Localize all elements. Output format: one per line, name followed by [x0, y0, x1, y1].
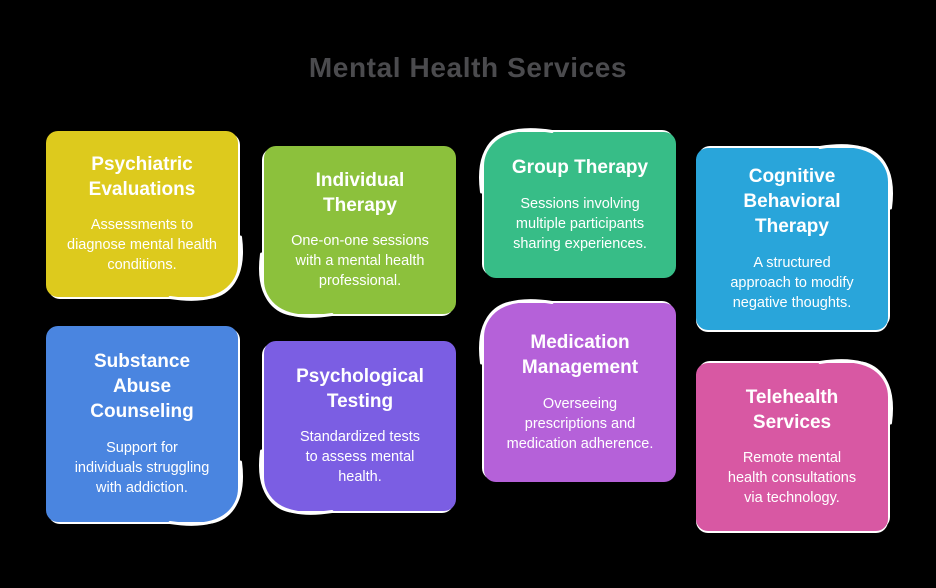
card-individual-therapy: Individual Therapy One-on-one sessions w… [259, 146, 456, 318]
card-description: Assessments to diagnose mental health co… [67, 217, 217, 274]
card-description: A structured approach to modify negative… [730, 254, 854, 311]
card-title: Psychiatric Evaluations [88, 153, 196, 200]
card-description: Remote mental health consultations via t… [727, 450, 857, 507]
card-group-therapy: Group Therapy Sessions involving multipl… [479, 128, 676, 278]
card-psychological-testing: Psychological Testing Standardized tests… [259, 341, 456, 515]
card-description: Overseeing prescriptions and medication … [506, 395, 654, 452]
card-description: One-on-one sessions with a mental health… [291, 233, 429, 290]
card-medication-management: Medication Management Overseeing prescri… [479, 299, 676, 482]
card-psychiatric-evaluations: Psychiatric Evaluations Assessments to d… [46, 131, 243, 301]
card-title: Group Therapy [511, 157, 649, 179]
card-title: Individual Therapy [315, 169, 405, 216]
card-title: Cognitive Behavioral Therapy [743, 166, 841, 237]
card-cognitive-behavioral-therapy: Cognitive Behavioral Therapy A structure… [696, 144, 893, 330]
card-description: Standardized tests to assess mental heal… [299, 429, 421, 486]
card-description: Support for individuals struggling with … [74, 439, 210, 496]
card-title: Medication Management [521, 332, 639, 378]
card-telehealth-services: Telehealth Services Remote mental health… [696, 359, 893, 531]
card-description: Sessions involving multiple participants… [513, 195, 647, 252]
card-title: Telehealth Services [745, 386, 839, 433]
card-title: Substance Abuse Counseling [90, 351, 194, 422]
card-title: Psychological Testing [296, 365, 424, 412]
page-title: Mental Health Services [308, 52, 628, 83]
card-substance-abuse-counseling: Substance Abuse Counseling Support for i… [46, 326, 243, 526]
